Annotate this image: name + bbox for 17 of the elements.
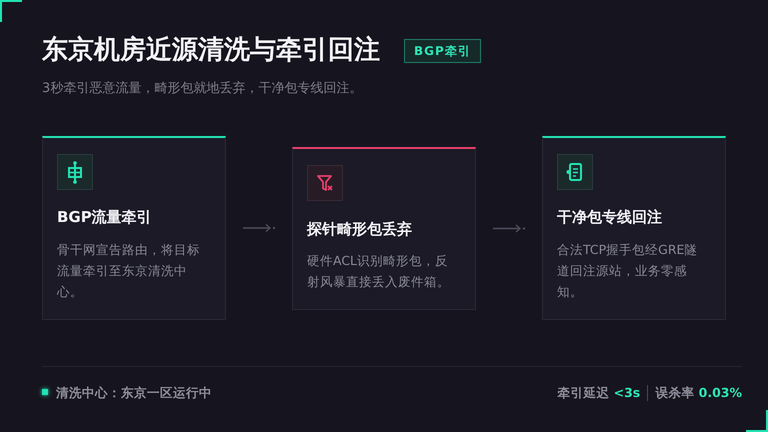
step-description: 硬件ACL识别畸形包，反射风暴直接丢入废件箱。 xyxy=(307,252,451,291)
step-heading: 干净包专线回注 xyxy=(557,207,662,227)
status-text: 清洗中心：东京一区运行中 xyxy=(56,384,212,402)
step-description: 合法TCP握手包经GRE隧道回注源站，业务零感知。 xyxy=(557,241,698,301)
step-card xyxy=(42,136,226,320)
step-card xyxy=(542,136,726,320)
arrow xyxy=(243,224,276,232)
title: 东京机房近源清洗与牵引回注 xyxy=(42,34,380,67)
metric-text: 误杀率 0.03% xyxy=(655,384,742,402)
subtitle: 3秒牵引恶意流量，畸形包就地丢弃，干净包专线回注。 xyxy=(42,80,362,98)
metric-text: 牵引延迟 <3s xyxy=(557,384,640,402)
step-heading: 探针畸形包丢弃 xyxy=(307,219,412,239)
step-heading: BGP流量牵引 xyxy=(57,207,152,227)
arrow xyxy=(493,224,526,233)
step-card xyxy=(292,147,476,310)
tag-badge: BGP牵引 xyxy=(404,39,481,63)
step-description: 骨干网宣告路由，将目标流量牵引至东京清洗中心。 xyxy=(57,241,201,301)
